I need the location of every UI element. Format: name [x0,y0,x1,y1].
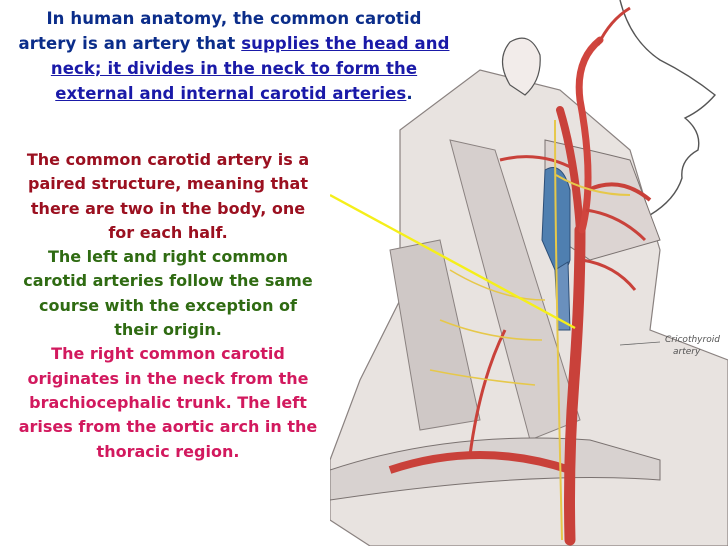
intro-line-2: artery is an artery that supplies the he… [4,31,464,56]
vertebral-artery [468,329,507,456]
intro-text: In human anatomy, the common carotid art… [4,6,464,106]
intro-line-1: In human anatomy, the common carotid [46,9,422,28]
paragraph-paired-structure: The common carotid artery is a paired st… [2,148,334,245]
subclavian-artery [388,451,572,474]
sternocleidomastoid-muscle [449,139,581,441]
superior-thyroid-artery [581,258,637,291]
external-carotid-artery [575,36,604,234]
link-neck-divides[interactable]: neck; it divides in the neck to form the [50,59,418,78]
intro-line-4: external and internal carotid arteries. [4,81,464,106]
p3-line: thoracic region. [96,441,240,461]
intro-line-2-text: artery is an artery that [18,34,242,53]
label-artery: artery [673,347,701,357]
p3-line: originates in the neck from the [27,368,309,388]
p3-line: The right common carotid [51,344,285,364]
p2-line: their origin. [114,320,222,340]
body-text: The common carotid artery is a paired st… [2,148,334,464]
label-cricothyroid: Cricothyroid [665,335,720,345]
paragraph-left-right: The left and right common carotid arteri… [2,245,334,342]
p3-line: arises from the aortic arch in the [18,417,318,437]
ear-outline [501,37,541,96]
p3-line: brachiocephalic trunk. The left [29,392,307,412]
p1-line: The common carotid artery is a [26,150,310,169]
paragraph-origin: The right common carotid originates in t… [2,342,334,463]
facial-artery [587,182,652,202]
vagus-nerve [554,119,563,541]
label-leader [619,341,661,346]
cervical-plexus [429,269,546,386]
intro-period: . [406,84,413,103]
face-profile [614,0,717,241]
link-carotid-arteries[interactable]: external and internal carotid arteries [55,84,407,103]
p1-line: there are two in the body, one [30,198,306,218]
internal-carotid-artery [556,106,584,234]
p2-line: The left and right common [47,247,289,267]
clavicle-region [330,437,661,501]
temporal-artery [596,6,631,46]
common-carotid-artery [564,224,586,546]
p1-line: for each half. [108,222,228,242]
p2-line: course with the exception of [38,295,298,315]
lingual-artery [585,208,647,242]
anatomy-illustration: Cricothyroid artery [330,0,728,546]
hypoglossal-nerve [555,174,631,196]
p2-line: carotid arteries follow the same [23,271,313,291]
link-supplies-head-neck[interactable]: supplies the head and [241,34,450,53]
scalene-muscle [389,239,481,431]
p1-line: paired structure, meaning that [28,174,308,194]
pointer-line [330,193,576,330]
occipital-artery [499,155,577,172]
